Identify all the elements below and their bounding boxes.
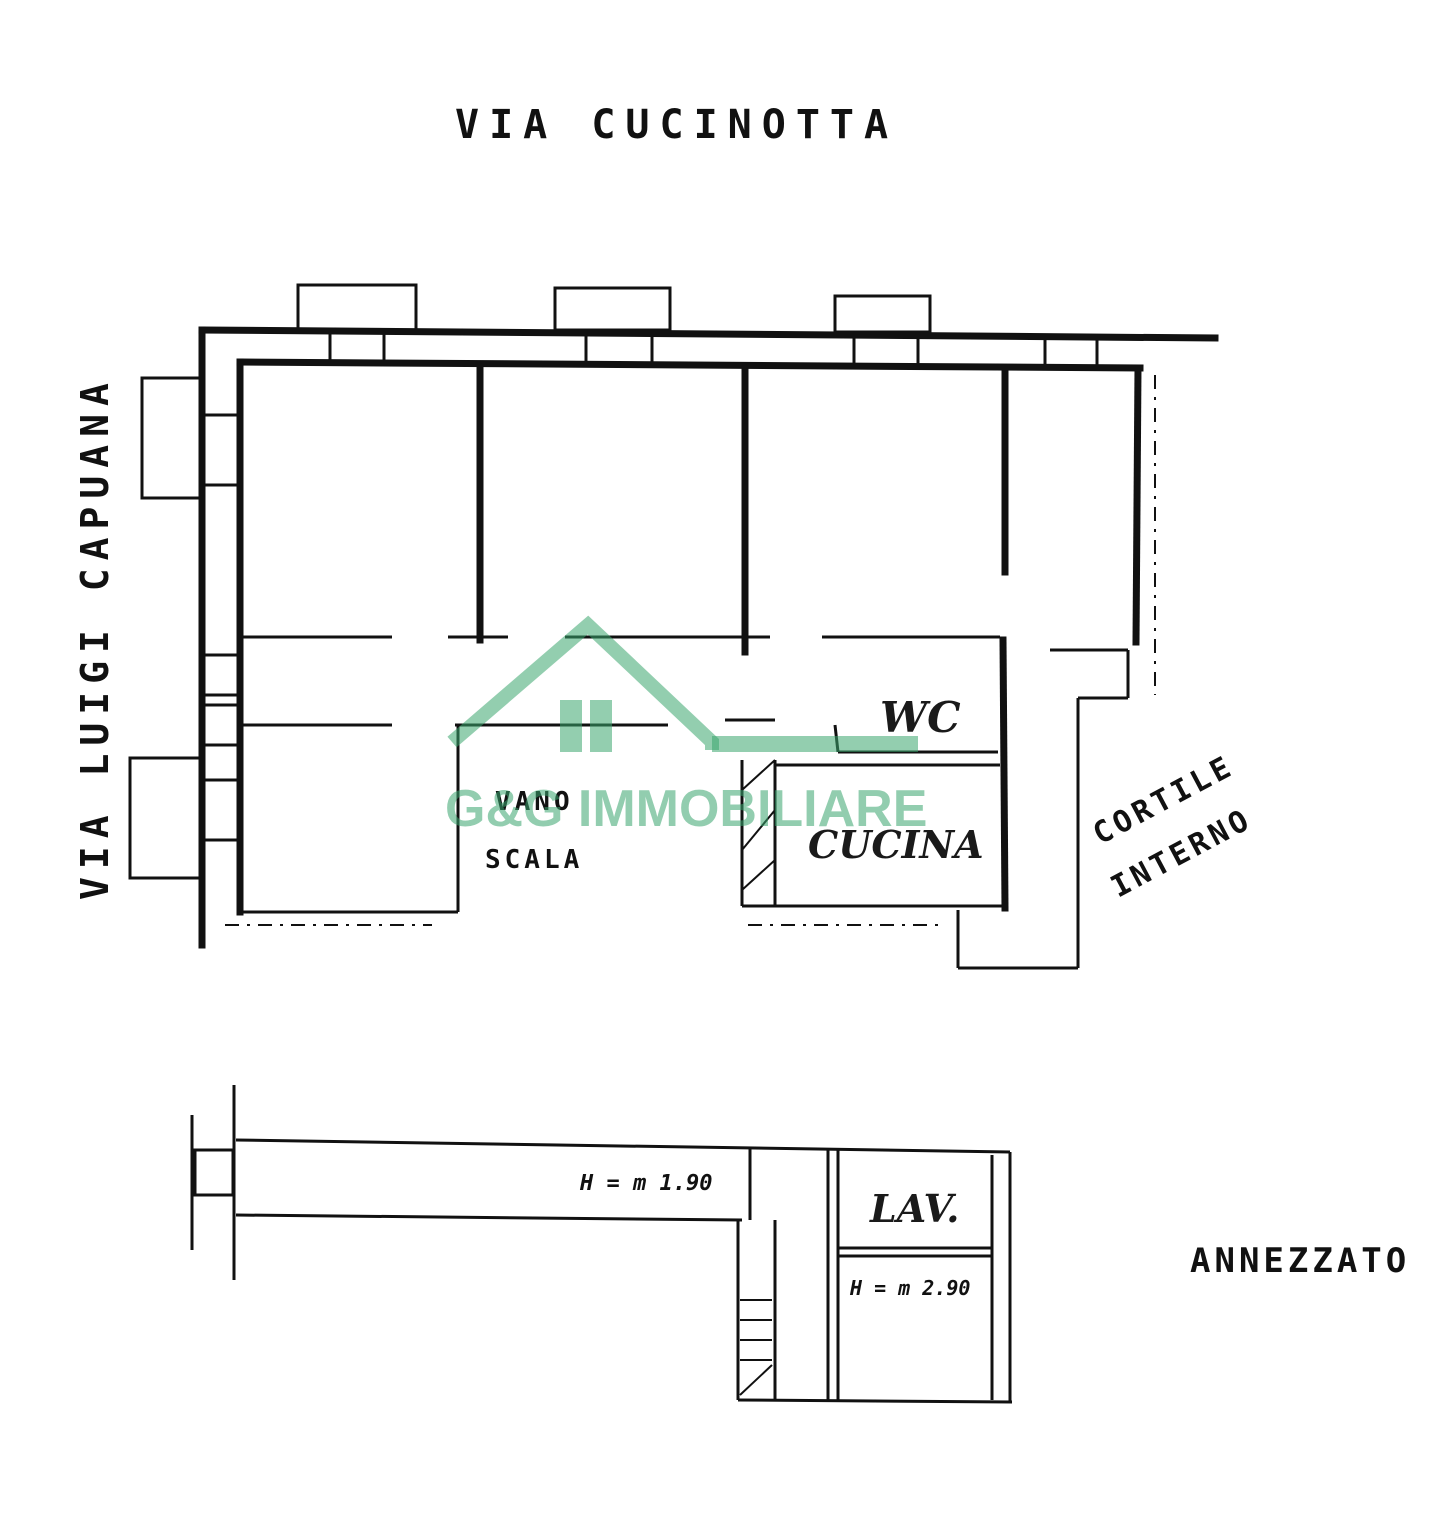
- stair-label-line1: VANO: [495, 787, 574, 817]
- watermark: G&G IMMOBILIARE: [445, 615, 927, 838]
- annex-label: ANNEZZATO: [1190, 1241, 1410, 1281]
- street-label-top: VIA CUCINOTTA: [455, 102, 898, 148]
- annex-walls: [190, 1085, 1013, 1404]
- room-label-wc: WC: [880, 693, 961, 742]
- watermark-text: G&G IMMOBILIARE: [445, 780, 927, 838]
- stair-label-line2: SCALA: [485, 845, 583, 875]
- room-label-lav: LAV.: [869, 1186, 960, 1231]
- boundary-lines: [225, 375, 1156, 926]
- outer-walls: [198, 326, 1219, 970]
- height-note-room: H = m 2.90: [849, 1276, 970, 1300]
- street-label-left: VIA LUIGI CAPUANA: [73, 375, 117, 900]
- room-label-cucina: CUCINA: [808, 822, 984, 867]
- balconies: [128, 283, 1099, 880]
- height-note-corridor: H = m 1.90: [579, 1171, 712, 1196]
